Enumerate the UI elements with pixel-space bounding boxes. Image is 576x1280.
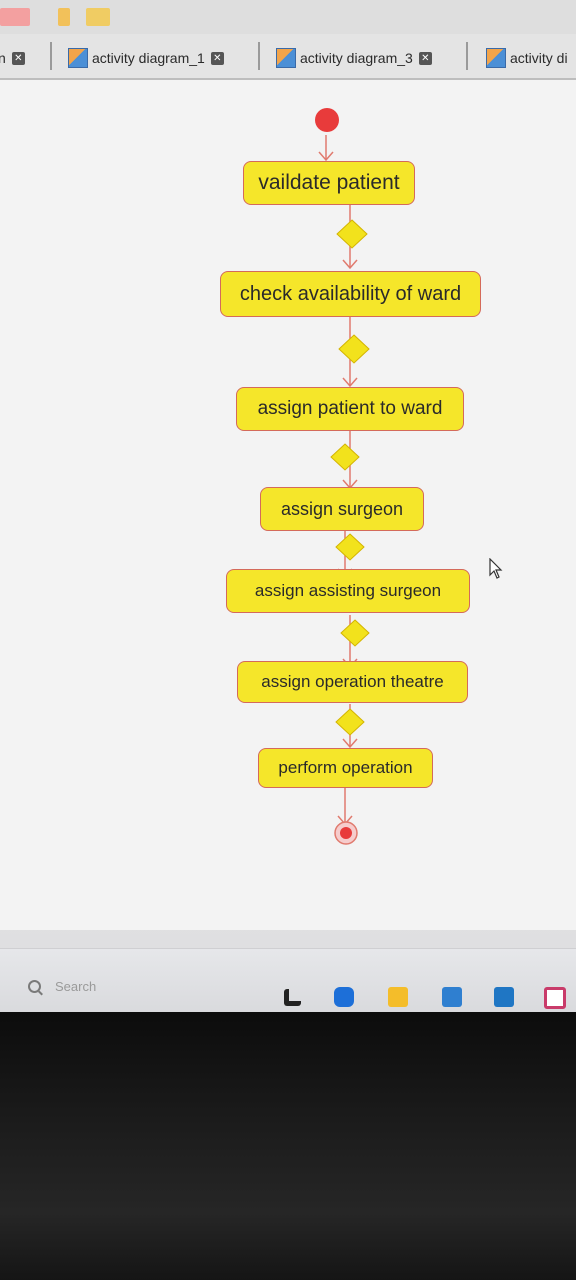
decision-node xyxy=(336,219,368,249)
tab-divider xyxy=(258,42,260,70)
diagram-file-icon xyxy=(68,48,88,68)
tab-label: n xyxy=(0,50,6,66)
activity-node[interactable]: assign assisting surgeon xyxy=(226,569,470,613)
activity-label: check availability of ward xyxy=(239,282,462,305)
taskbar-app-icon[interactable] xyxy=(494,987,514,1007)
tab-activity-diagram-partial[interactable]: activity di xyxy=(486,44,568,72)
initial-node xyxy=(315,108,339,132)
close-icon[interactable]: ✕ xyxy=(418,51,432,65)
toolbar-icon[interactable] xyxy=(0,8,30,26)
activity-label: assign patient to ward xyxy=(257,398,443,419)
activity-label: vaildate patient xyxy=(258,171,400,194)
decision-node xyxy=(330,443,360,471)
taskbar-app-icon[interactable] xyxy=(334,987,354,1007)
toolbar xyxy=(0,0,576,35)
monitor-screen: n ✕ activity diagram_1 ✕ activity diagra… xyxy=(0,0,576,1040)
diagram-file-icon xyxy=(486,48,506,68)
diagram-file-icon xyxy=(276,48,296,68)
activity-node[interactable]: perform operation xyxy=(258,748,433,788)
activity-node[interactable]: assign surgeon xyxy=(260,487,424,531)
activity-label: assign operation theatre xyxy=(261,672,444,691)
mouse-cursor-icon xyxy=(489,558,503,579)
tab-activity-diagram-1[interactable]: activity diagram_1 ✕ xyxy=(68,44,224,72)
taskbar-app-icon[interactable] xyxy=(388,987,408,1007)
taskbar-app-icon[interactable] xyxy=(544,987,566,1009)
taskbar-search[interactable]: Search xyxy=(28,979,96,994)
activity-label: assign surgeon xyxy=(280,498,404,519)
toolbar-icon[interactable] xyxy=(86,8,110,26)
tab-label: activity di xyxy=(510,50,568,66)
tab-label: activity diagram_3 xyxy=(300,50,413,66)
toolbar-icon[interactable] xyxy=(58,8,70,26)
decision-node xyxy=(335,708,365,736)
activity-node[interactable]: vaildate patient xyxy=(243,161,415,205)
activity-node[interactable]: check availability of ward xyxy=(220,271,481,317)
editor-tab-bar: n ✕ activity diagram_1 ✕ activity diagra… xyxy=(0,34,576,80)
tab-label: activity diagram_1 xyxy=(92,50,205,66)
taskbar-app-icon[interactable] xyxy=(442,987,462,1007)
activity-label: perform operation xyxy=(278,758,413,777)
close-icon[interactable]: ✕ xyxy=(11,51,25,65)
search-placeholder: Search xyxy=(55,979,97,994)
activity-label: assign assisting surgeon xyxy=(254,581,442,600)
monitor-bezel xyxy=(0,1012,576,1280)
taskbar: Search xyxy=(0,948,576,1013)
search-icon xyxy=(28,980,41,993)
decision-node xyxy=(335,533,365,561)
tab-partial[interactable]: n ✕ xyxy=(0,44,25,72)
close-icon[interactable]: ✕ xyxy=(210,51,224,65)
tab-divider xyxy=(50,42,52,70)
activity-node[interactable]: assign operation theatre xyxy=(237,661,468,703)
decision-node xyxy=(340,619,370,647)
tab-divider xyxy=(466,42,468,70)
decision-node xyxy=(338,334,370,364)
taskbar-app-icon[interactable] xyxy=(284,989,301,1006)
tab-activity-diagram-3[interactable]: activity diagram_3 ✕ xyxy=(276,44,432,72)
activity-node[interactable]: assign patient to ward xyxy=(236,387,464,431)
